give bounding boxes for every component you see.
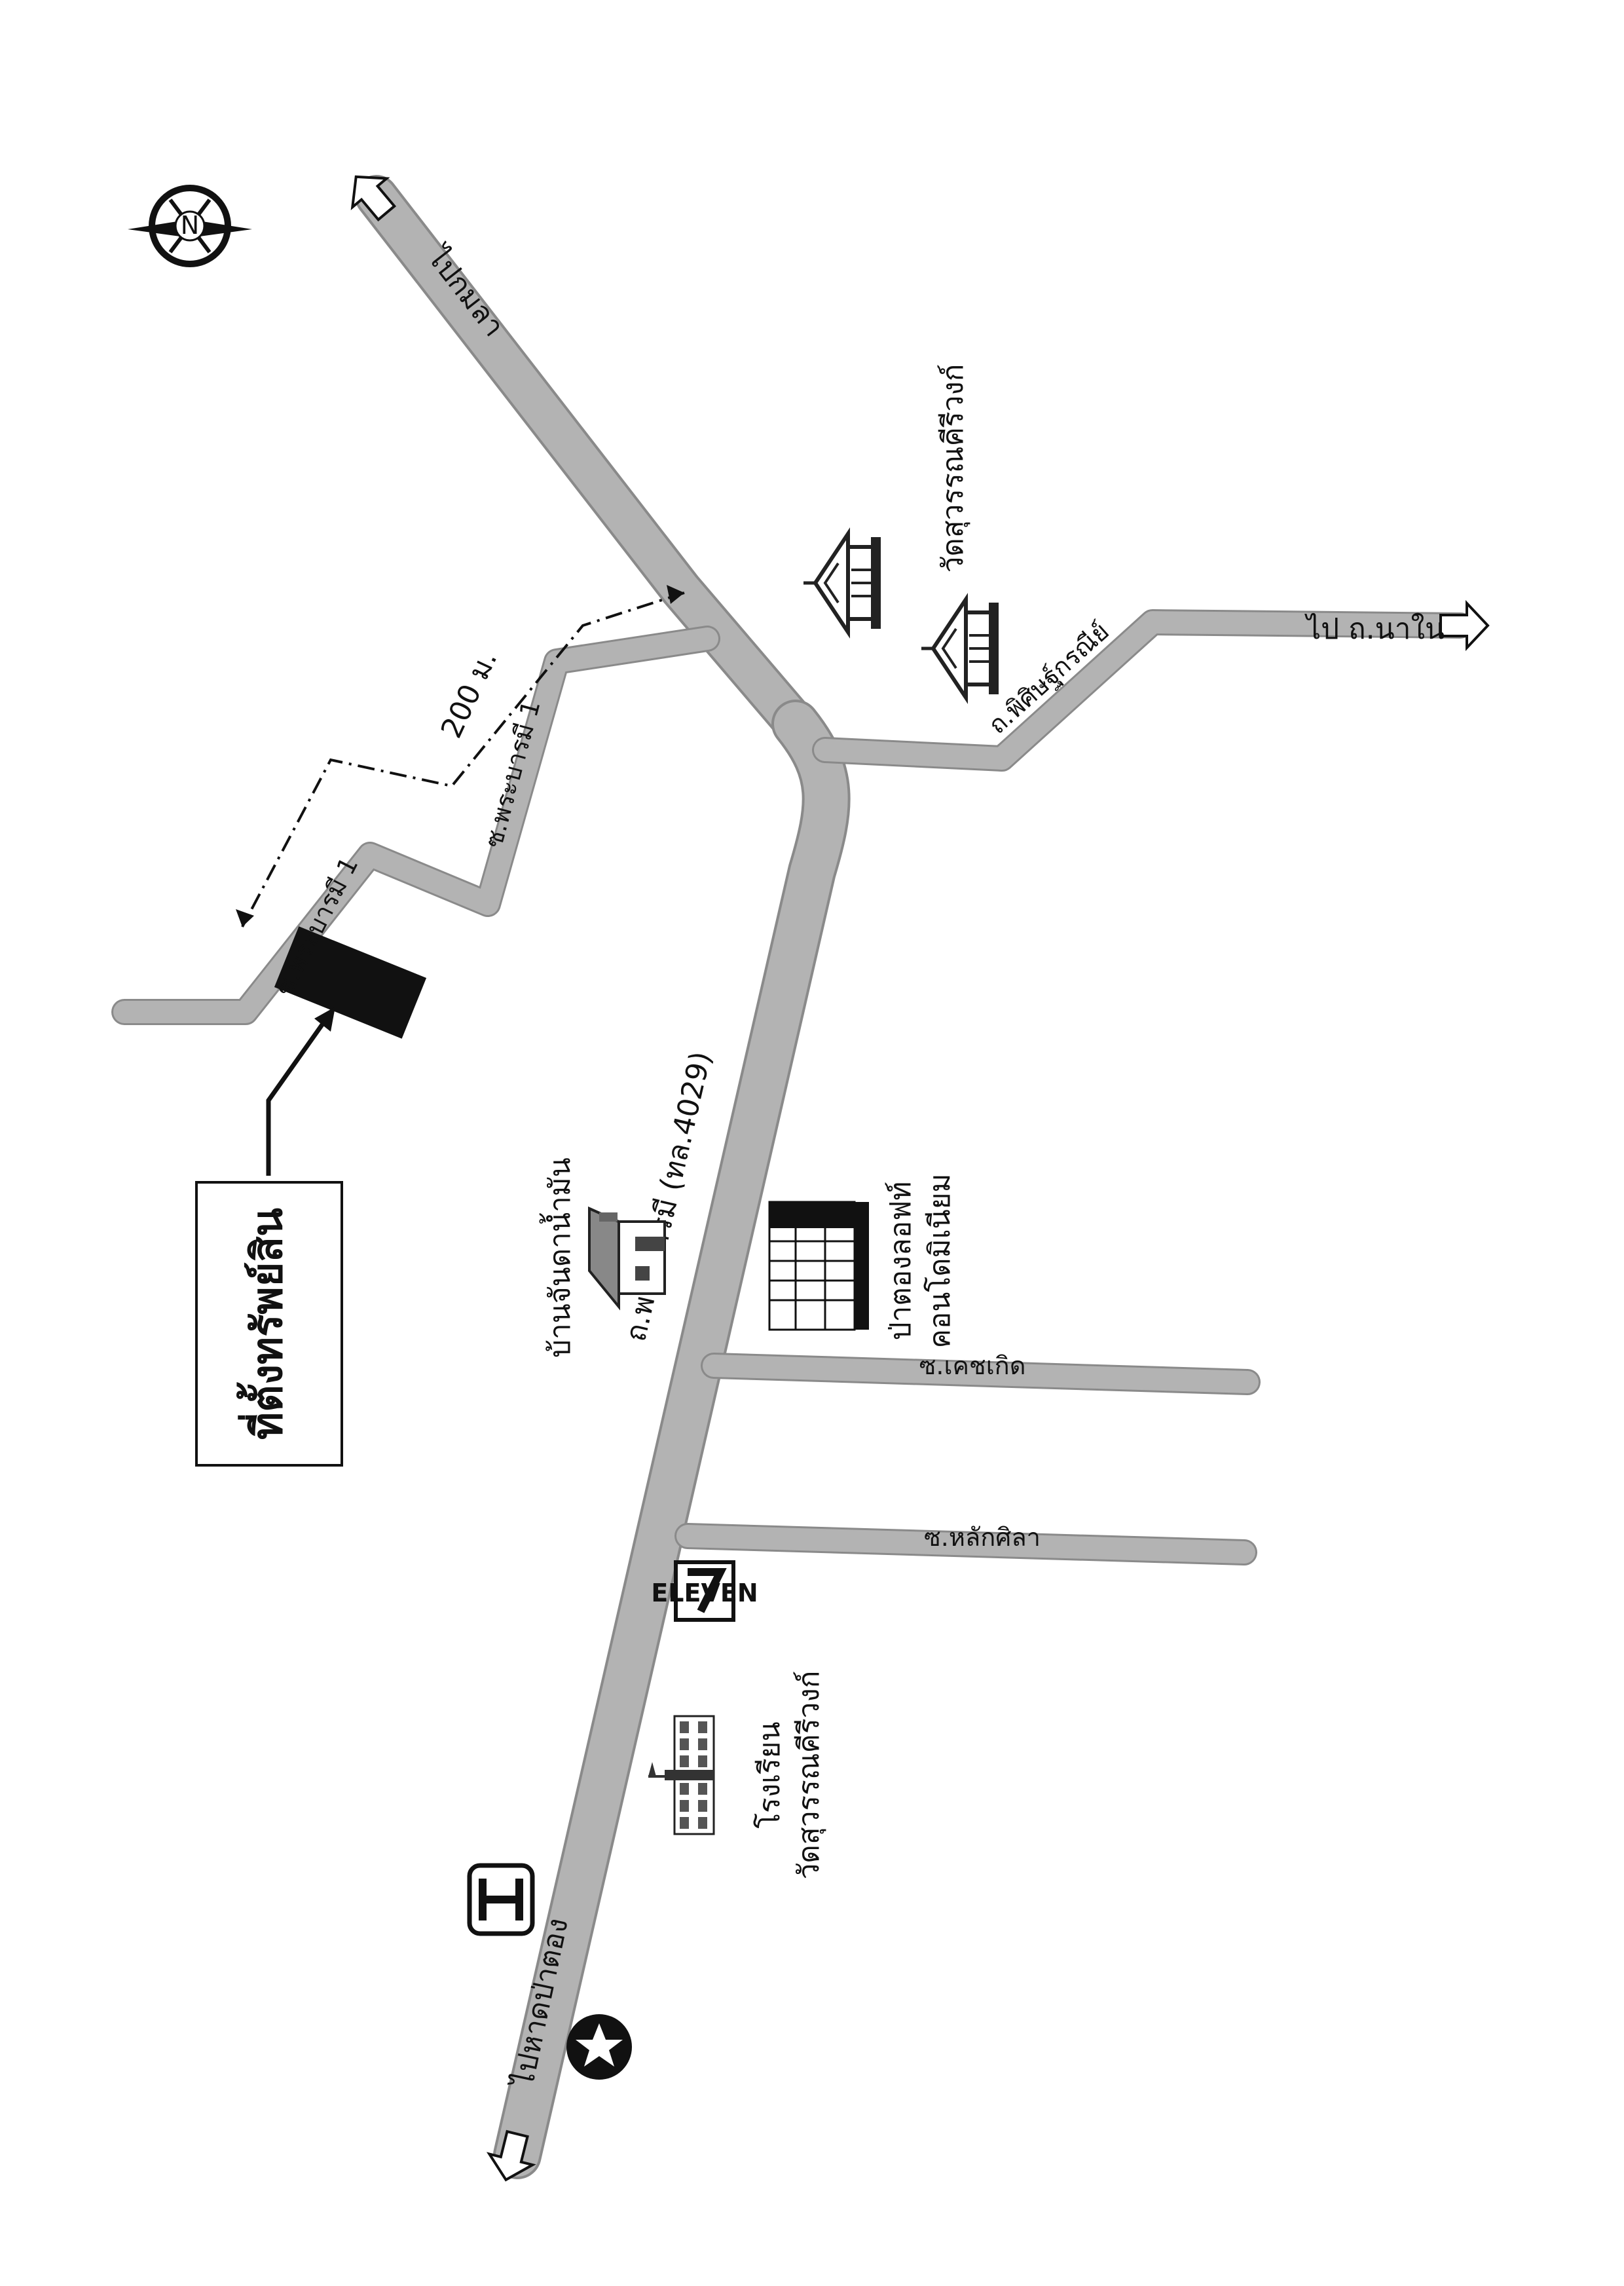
temple-label: วัดสุวรรณคีรีวงก์ <box>936 364 970 573</box>
road-network <box>111 175 1473 2179</box>
condo-label-line2: คอนโดมิเนียม <box>923 1173 957 1348</box>
property-marker: ที่ตั้งทรัพย์สิน <box>195 926 427 1467</box>
school-label-line2: วัดสุวรรณคีรีวงก์ <box>792 1671 826 1880</box>
soi-laksila-label: ซ.หลักศิลา <box>924 1523 1041 1552</box>
house-label: บ้านจันดาน้ำมัน <box>539 1157 577 1358</box>
property-pointer-line <box>266 1020 326 1176</box>
property-label: ที่ตั้งทรัพย์สิน <box>236 1208 292 1440</box>
route-distance-label: 200 ม. <box>435 645 504 743</box>
school-label-line1: โรงเรียน <box>753 1721 786 1828</box>
soi-phrabarami-1 <box>113 628 718 1023</box>
property-callout-box <box>195 1181 343 1467</box>
house-icon <box>588 1206 666 1311</box>
soi-phrabarami-1-edge <box>111 626 720 1025</box>
condo-label-line1: ป่าตองลอฟท์ <box>884 1182 917 1341</box>
seven-eleven-store-icon: ELEVEN <box>651 1560 758 1622</box>
road-to-kamala <box>358 178 815 743</box>
route-arrow-head-icon <box>667 585 684 604</box>
to-nanai-label: ไป ถ.นาใน <box>1304 612 1445 646</box>
dashed-route-line <box>241 591 685 928</box>
compass-north-icon: N <box>128 185 252 267</box>
soi-laksila <box>676 1525 1255 1564</box>
seven-eleven-text: ELEVEN <box>651 1579 758 1607</box>
soi-ketkoet <box>703 1355 1259 1393</box>
arrow-end-nanai-icon <box>1439 599 1490 652</box>
compass-letter: N <box>181 211 199 240</box>
honda-logo-icon <box>467 1863 535 1936</box>
property-block <box>274 926 427 1039</box>
property-pointer-head-icon <box>314 1007 335 1032</box>
school-building-icon <box>648 1715 715 1835</box>
star-logo-icon <box>566 2014 632 2080</box>
arrow-end-patong-icon <box>486 2129 536 2182</box>
distance-route: 200 ม. <box>236 585 685 928</box>
temple-icon <box>803 527 999 704</box>
arrow-end-kamala-icon <box>350 175 397 222</box>
condominium-building-icon <box>768 1201 869 1331</box>
soi-ketkoet-label: ซ.เคชเกิด <box>919 1351 1026 1380</box>
route-arrow-tail-icon <box>236 909 254 927</box>
road-phitsanu <box>814 611 1471 770</box>
main-road-phrabarami <box>496 702 848 2177</box>
